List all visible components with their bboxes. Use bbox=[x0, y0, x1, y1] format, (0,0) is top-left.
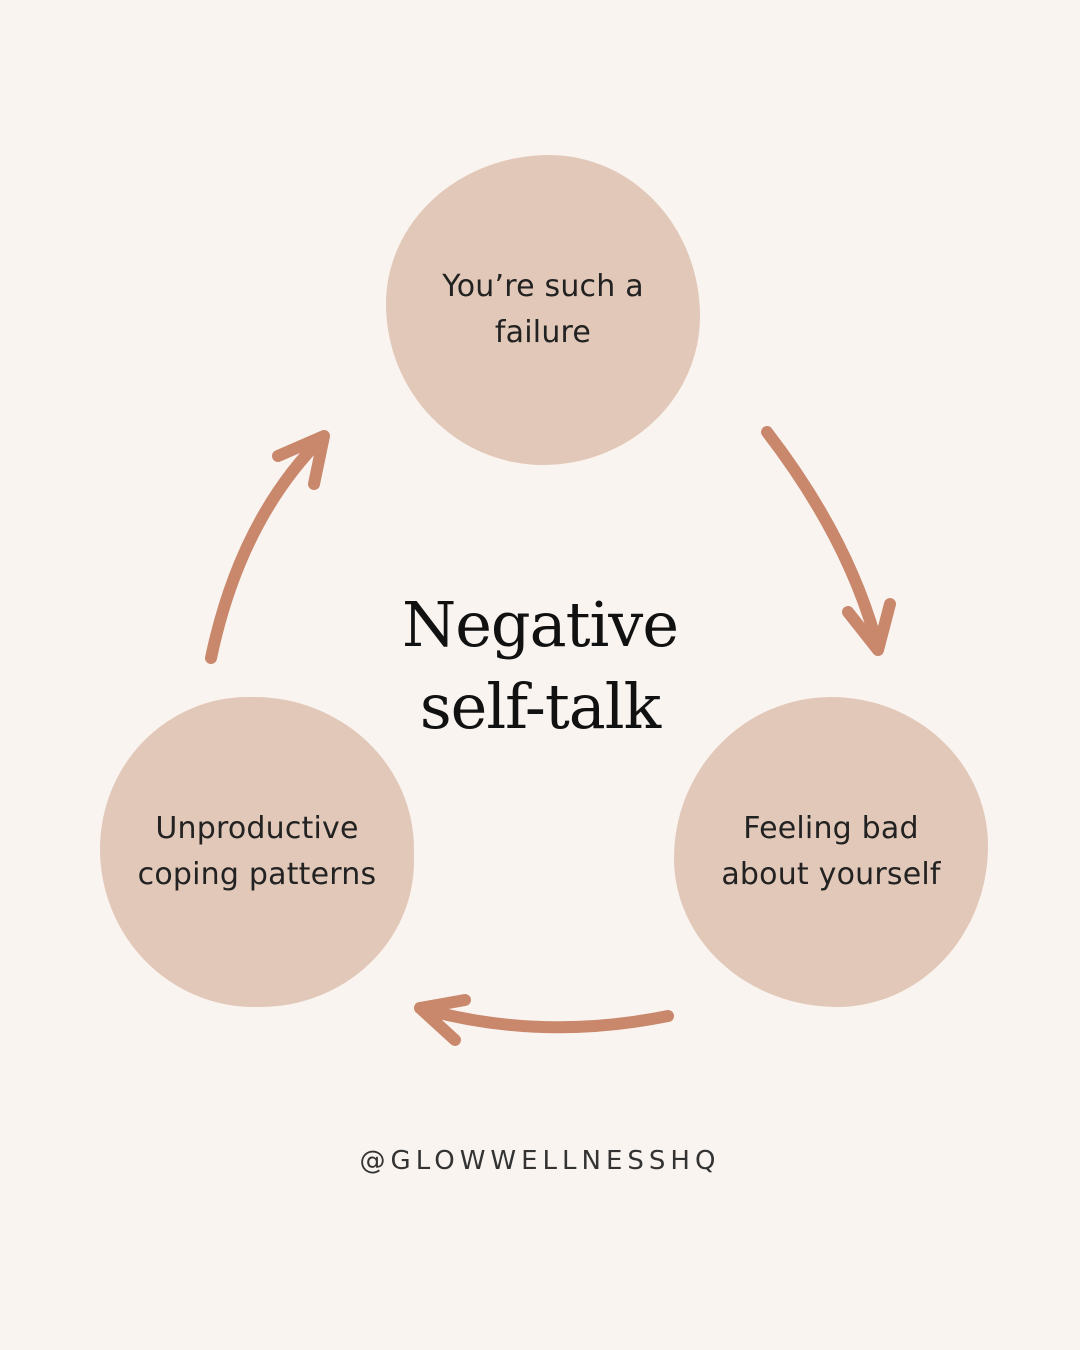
arrow-top-to-right bbox=[761, 426, 896, 656]
arrow-left-to-top bbox=[205, 430, 330, 664]
node-top: You’re such a failure bbox=[386, 155, 700, 465]
node-left-label: Unproductive coping patterns bbox=[137, 811, 377, 892]
node-right: Feeling bad about yourself bbox=[674, 697, 988, 1007]
account-handle: @GLOWWELLNESSHQ bbox=[359, 1146, 721, 1176]
arrow-right-to-left bbox=[414, 994, 674, 1046]
node-right-label: Feeling bad about yourself bbox=[721, 811, 941, 892]
node-top-label: You’re such a failure bbox=[442, 269, 644, 350]
node-left: Unproductive coping patterns bbox=[100, 697, 414, 1007]
diagram-title: Negative self-talk bbox=[401, 588, 679, 743]
